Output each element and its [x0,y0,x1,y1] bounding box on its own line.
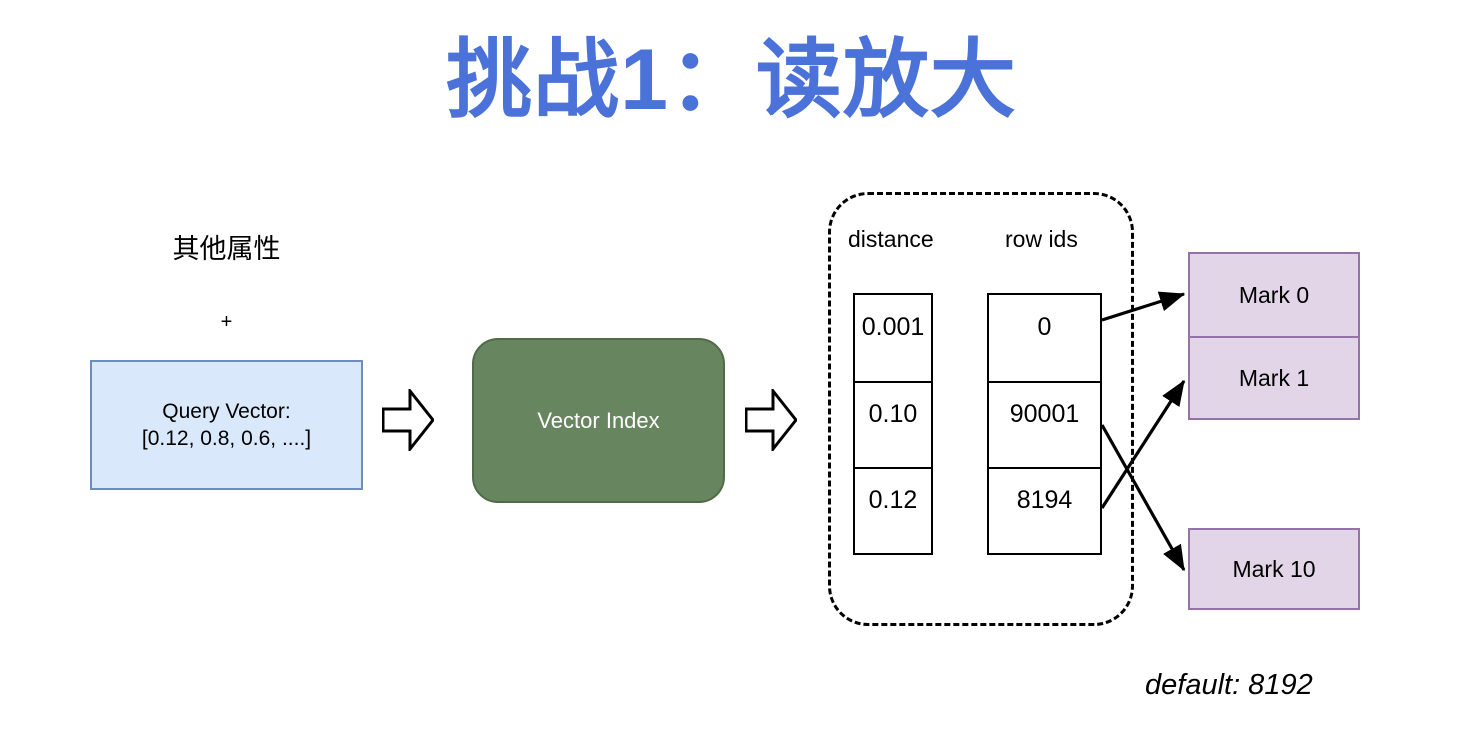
table-cell: 8194 [989,467,1100,553]
table-cell: 0.10 [855,381,931,467]
other-attributes-label: 其他属性 [172,234,281,264]
query-vector-line-2: [0.12, 0.8, 0.6, ....] [141,427,312,450]
vector-index-node: Vector Index [472,338,725,503]
mark-stack: Mark 0 Mark 1 [1188,252,1360,420]
mark-box-1: Mark 1 [1190,336,1358,418]
table-cell: 0.12 [855,467,931,553]
table-cell: 0.001 [861,313,925,341]
distance-table: 0.001 0.10 0.12 [853,293,933,555]
row-ids-table: 0 90001 8194 [987,293,1102,555]
query-vector-text: Query Vector: [0.12, 0.8, 0.6, ....] [142,398,311,452]
query-vector-box: Query Vector: [0.12, 0.8, 0.6, ....] [90,360,363,490]
table-cell: 0 [1037,313,1052,341]
column-header-distance: distance [848,226,934,252]
query-vector-line-1: Query Vector: [162,400,291,423]
footnote-default-value: default: 8192 [1145,669,1313,701]
mark-box-10: Mark 10 [1188,528,1360,610]
plus-sign-label: + [220,311,233,333]
page-title: 挑战1：读放大 [446,32,1017,128]
vector-index-label: Vector Index [537,407,660,433]
block-arrow-right-icon [382,389,434,451]
mark-box-0: Mark 0 [1238,282,1310,308]
block-arrow-right-icon [745,389,797,451]
column-header-row-ids: row ids [1005,226,1078,252]
table-cell: 90001 [989,381,1100,467]
